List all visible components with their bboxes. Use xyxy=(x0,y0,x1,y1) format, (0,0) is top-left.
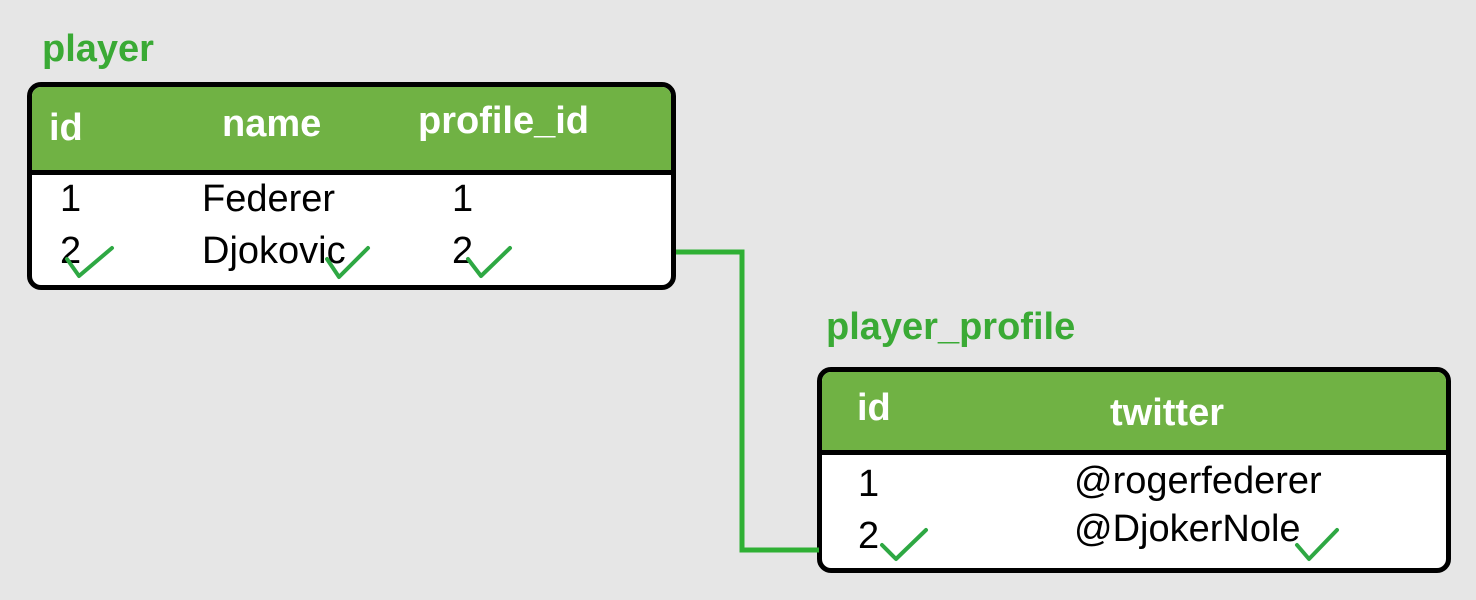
checkmark-icon xyxy=(65,246,114,278)
player-profile-table-header xyxy=(822,372,1446,455)
player-row2-name: Djokovic xyxy=(202,230,346,272)
player-header-id: id xyxy=(49,107,83,149)
player-profile-row2-id: 2 xyxy=(858,515,880,557)
checkmark-icon xyxy=(1295,528,1339,561)
checkmark-icon xyxy=(325,246,370,279)
player-profile-row2-twitter: @DjokerNole xyxy=(1074,508,1301,550)
player-profile-row1-id: 1 xyxy=(858,463,880,505)
player-profile-table-title: player_profile xyxy=(826,306,1076,348)
player-profile-table: id twitter 1 @rogerfederer 2 @DjokerNole xyxy=(817,367,1451,573)
player-row1-id: 1 xyxy=(60,178,82,220)
player-table-title: player xyxy=(42,28,154,70)
player-row1-profile-id: 1 xyxy=(452,178,474,220)
player-header-profile-id: profile_id xyxy=(418,100,590,142)
checkmark-icon xyxy=(466,246,512,278)
player-header-name: name xyxy=(222,103,322,145)
checkmark-icon xyxy=(880,528,928,561)
player-row2-id: 2 xyxy=(60,230,82,272)
player-table: id name profile_id 1 Federer 1 2 Djokovi… xyxy=(27,82,676,290)
relationship-connector xyxy=(676,249,819,553)
player-row1-name: Federer xyxy=(202,178,336,220)
player-profile-row1-twitter: @rogerfederer xyxy=(1074,460,1322,502)
player-profile-header-id: id xyxy=(857,387,891,429)
player-profile-header-twitter: twitter xyxy=(1110,392,1224,434)
player-table-header xyxy=(32,87,671,175)
